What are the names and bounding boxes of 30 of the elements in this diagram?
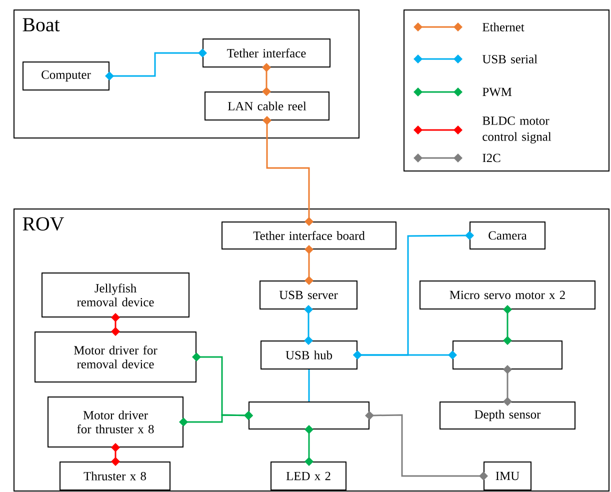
component-box: Computer [22, 62, 110, 90]
connector [304, 245, 314, 285]
component-box: USB hub [260, 340, 358, 370]
connector [262, 116, 314, 226]
component-box: Camera [470, 222, 546, 250]
legend-text: BLDC motor control signal [482, 116, 552, 144]
component-box: LED x 2 [270, 462, 346, 490]
connector [365, 411, 488, 480]
component-box: IMU [484, 462, 532, 490]
component-box: Micro servo motor x 2 [420, 280, 596, 310]
legend-text: Ethernet [482, 22, 524, 32]
component-box: Tether interface [202, 38, 330, 68]
component-box [452, 340, 562, 370]
component-box: Motor driver for removal device [34, 332, 196, 382]
component-box: Depth sensor [440, 402, 576, 430]
connector [353, 350, 457, 360]
connector [179, 411, 253, 426]
legend-text: USB serial [482, 54, 538, 64]
component-box [248, 402, 370, 430]
legend-text: PWM [482, 88, 512, 96]
component-box: LAN cable reel [204, 92, 330, 120]
component-box: Tether interface board [222, 222, 396, 250]
component-box: USB server [260, 280, 358, 310]
component-box: Thruster x 8 [60, 462, 170, 490]
legend-text: I2C [482, 154, 500, 162]
component-box: Jellyfish removal device [42, 272, 190, 318]
connector [308, 370, 310, 402]
connector [262, 63, 271, 96]
connector [105, 48, 207, 80]
component-box: Motor driver for thruster x 8 [48, 396, 184, 448]
